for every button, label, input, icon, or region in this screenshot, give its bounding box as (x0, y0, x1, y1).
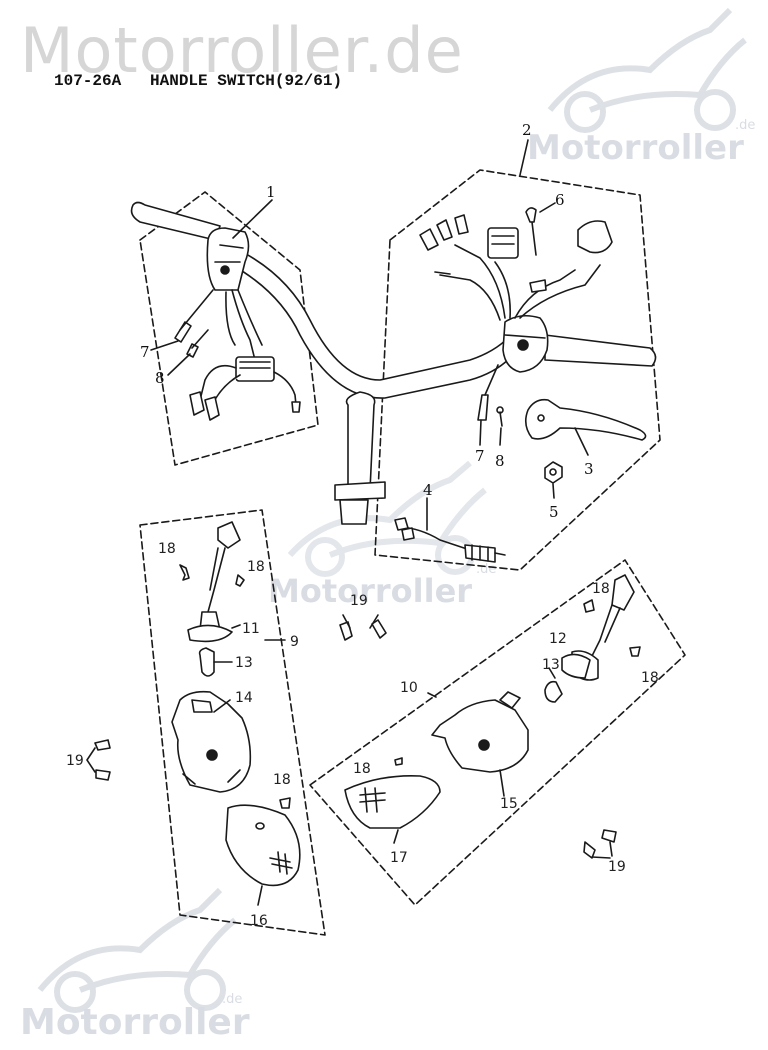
callout-1: 1 (266, 183, 276, 201)
brake-lever (524, 398, 647, 456)
callout-19-b: 19 (66, 753, 84, 769)
callout-4: 4 (423, 481, 433, 499)
group-box-right-turn-signal (309, 559, 686, 906)
group-box-left-turn-signal (139, 509, 326, 936)
group-box-right-switch (374, 169, 661, 571)
left-switch-housing (189, 227, 301, 421)
callout-7-left: 7 (140, 343, 150, 361)
callout-labels: 1 2 3 4 5 6 7 8 7 8 9 10 11 12 13 13 14 … (66, 121, 659, 929)
callout-5: 5 (549, 503, 559, 521)
watermark-logo-word-mid: Motorroller (268, 572, 473, 610)
nut-5 (544, 461, 563, 499)
callout-6: 6 (555, 191, 565, 209)
callout-7-right: 7 (475, 447, 485, 465)
callout-18-e: 18 (641, 670, 659, 686)
callout-10: 10 (400, 680, 418, 696)
watermark-logo-word-bottom: Motorroller (20, 1002, 250, 1043)
callout-8-left: 8 (155, 369, 165, 387)
screw-6 (525, 202, 556, 256)
callout-19-a: 19 (350, 593, 368, 609)
left-turn-signal (171, 521, 301, 887)
left-screws (174, 289, 214, 358)
watermark-logo-suffix-bottom: .de (222, 992, 243, 1007)
callout-19-c: 19 (608, 859, 626, 875)
right-screws (477, 364, 504, 446)
callout-14: 14 (235, 690, 253, 706)
callout-11: 11 (242, 621, 260, 637)
watermark-scooter-logo-top (547, 7, 747, 133)
callout-15: 15 (500, 796, 518, 812)
handlebar (130, 201, 657, 525)
callout-18-c: 18 (273, 772, 291, 788)
right-turn-signal (344, 574, 635, 829)
screws-19 (86, 614, 617, 859)
watermark-scooter-logo-bottom (37, 887, 237, 1013)
right-switch-housing (419, 214, 613, 373)
callout-9: 9 (290, 634, 299, 650)
switch-cable (394, 497, 506, 563)
callout-13-left: 13 (235, 655, 253, 671)
watermark-logo-word-top: Motorroller (527, 128, 744, 168)
callout-18-a: 18 (158, 541, 176, 557)
callout-17: 17 (390, 850, 408, 866)
watermark-logo-suffix-top: .de (735, 118, 756, 133)
callout-18-b: 18 (247, 559, 265, 575)
callout-2: 2 (522, 121, 532, 139)
diagram-title: 107-26A HANDLE SWITCH(92/61) (54, 72, 343, 90)
callout-13-right: 13 (542, 657, 560, 673)
callout-18-d: 18 (592, 581, 610, 597)
callout-12: 12 (549, 631, 567, 647)
watermark-header: Motorroller.de (20, 14, 464, 87)
callout-16: 16 (250, 913, 268, 929)
callout-3: 3 (584, 460, 594, 478)
callout-18-f: 18 (353, 761, 371, 777)
callout-8-right: 8 (495, 452, 505, 470)
